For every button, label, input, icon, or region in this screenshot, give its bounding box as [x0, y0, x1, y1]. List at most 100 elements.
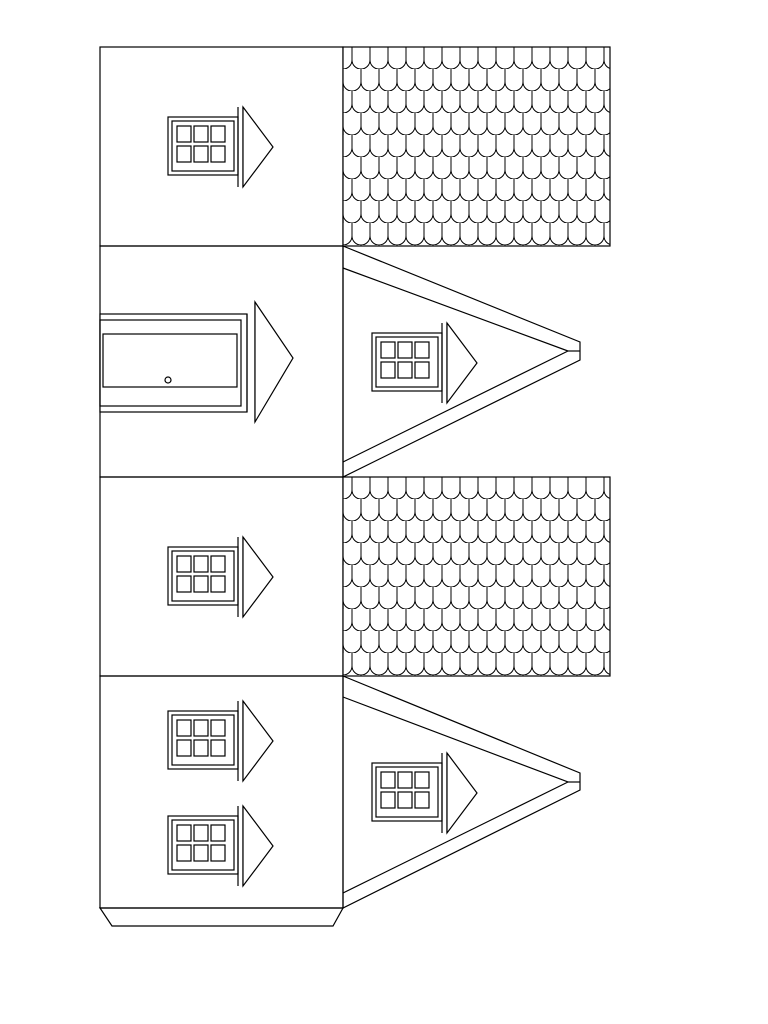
shingle-scale — [405, 521, 425, 544]
shingle-scale — [585, 609, 605, 632]
shingle-scale — [343, 499, 344, 515]
shingle-scale — [486, 157, 506, 180]
shingle-scale — [414, 201, 434, 224]
shingle-scale — [369, 653, 389, 676]
shingle-scale — [414, 499, 434, 522]
door-awning — [254, 300, 294, 425]
shingle-scale — [495, 477, 515, 500]
shingle-scale — [531, 47, 551, 70]
shingle-scale — [387, 91, 407, 114]
shingle-scale — [396, 113, 416, 136]
window-pane — [380, 341, 396, 359]
shingle-scale — [423, 565, 443, 588]
shingle-scale — [370, 267, 388, 289]
shingle-scale — [613, 69, 631, 91]
window-pane — [176, 739, 192, 757]
shingle-scale — [603, 47, 610, 69]
shingle-scale — [585, 135, 605, 158]
shingle-scale — [486, 245, 506, 246]
shingle-scale — [477, 223, 497, 246]
shingle-scale — [343, 631, 344, 647]
shingle-scale — [486, 499, 506, 522]
shingle-scale — [367, 47, 373, 48]
shingle-scale — [567, 47, 587, 70]
window — [371, 321, 478, 405]
gable-panel-2 — [342, 675, 581, 909]
shingle-scale — [558, 631, 578, 654]
shingle-scale — [567, 179, 587, 202]
shingle-scale — [432, 543, 452, 566]
shingle-scale — [585, 223, 605, 246]
shingle-scale — [405, 223, 425, 246]
shingle-scale — [360, 69, 380, 92]
shingle-scale — [459, 223, 479, 246]
gable-panel-1 — [342, 245, 581, 478]
shingle-scale — [459, 179, 479, 202]
window-pane — [414, 361, 430, 379]
shingle-scale — [378, 631, 398, 654]
shingle-scale — [585, 477, 605, 500]
shingle-scale — [567, 653, 587, 676]
shingle-scale — [343, 69, 344, 85]
shingle-scale — [369, 609, 389, 632]
shingle-scale — [540, 543, 560, 566]
window-awning — [242, 105, 274, 189]
shingle-scale — [613, 455, 631, 477]
window-awning — [446, 751, 478, 835]
shingle-scale — [585, 179, 605, 202]
shingle-scale — [396, 631, 416, 654]
shingle-scale — [567, 223, 587, 246]
shingle-scale — [441, 135, 461, 158]
shingle-scale — [459, 653, 479, 676]
window-awning — [242, 699, 274, 783]
shingle-scale — [414, 245, 434, 246]
shingle-scale — [496, 267, 514, 289]
shingle-scale — [477, 609, 497, 632]
shingle-scale — [504, 245, 524, 246]
shingle-scale — [414, 675, 434, 676]
shingle-scale — [477, 47, 497, 70]
shingle-scale — [513, 609, 533, 632]
shingle-scale — [522, 245, 542, 246]
shingle-scale — [396, 245, 416, 246]
shingle-scale — [613, 245, 631, 267]
shingle-scale — [441, 47, 461, 70]
door — [99, 300, 294, 425]
shingle-scale — [351, 179, 371, 202]
shingle-scale — [504, 675, 524, 676]
shingle-scale — [432, 587, 452, 610]
shingle-scale — [405, 91, 425, 114]
window-pane — [193, 555, 209, 573]
shingle-scale — [396, 157, 416, 180]
door-knob — [164, 376, 172, 384]
shingle-scale — [387, 609, 407, 632]
shingle-scale — [450, 543, 470, 566]
shingle-scale — [622, 565, 640, 587]
shingle-scale — [613, 157, 631, 179]
shingle-scale — [468, 543, 488, 566]
shingle-scale — [459, 477, 479, 500]
window-pane — [176, 719, 192, 737]
shingle-scale — [540, 675, 560, 676]
shingle-scale — [414, 631, 434, 654]
shingle-scale — [450, 201, 470, 224]
shingle-scale — [540, 631, 560, 654]
shingle-scale — [513, 47, 533, 70]
shingle-scale — [603, 521, 610, 543]
shingle-scale — [343, 245, 362, 246]
shingle-scale — [432, 113, 452, 136]
shingle-scale — [378, 675, 398, 676]
shingle-scale — [486, 587, 506, 610]
shingle-scale — [378, 587, 398, 610]
shingle-scale — [351, 521, 371, 544]
window-pane — [193, 844, 209, 862]
shingle-scale — [513, 653, 533, 676]
shingle-scale — [603, 179, 610, 201]
shingle-scale — [423, 477, 443, 500]
shingle-scale — [486, 543, 506, 566]
window-pane — [397, 791, 413, 809]
shingle-scale — [613, 631, 631, 653]
shingle-scale — [613, 25, 631, 47]
shingle-scale — [367, 477, 373, 478]
shingle-scale — [513, 91, 533, 114]
